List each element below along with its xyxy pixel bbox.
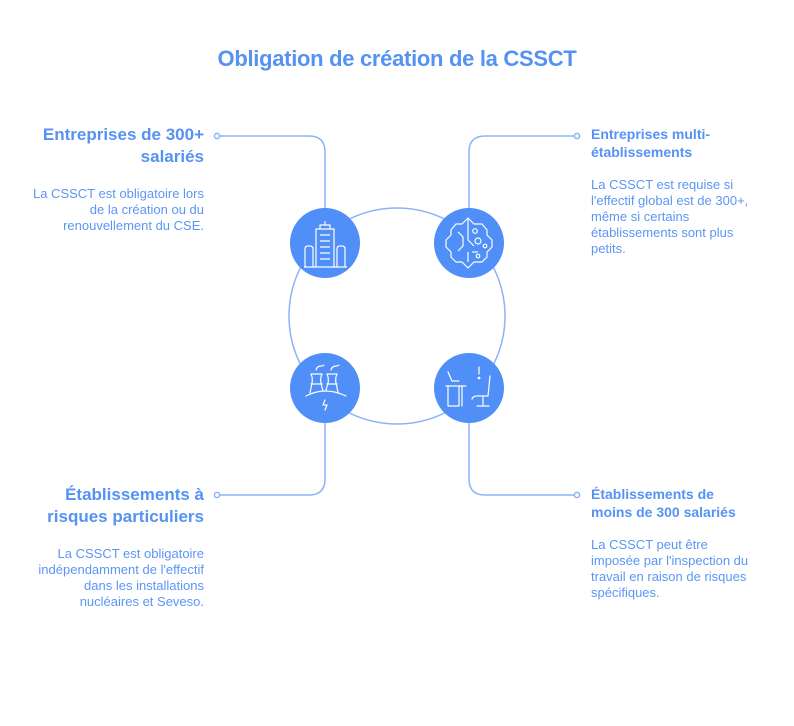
info-block-enterprises-300: Entreprises de 300+ salariés La CSSCT es…: [30, 124, 204, 234]
item-description: La CSSCT est obligatoire indépendamment …: [38, 546, 204, 609]
connector-dot-bottom-left: [213, 491, 221, 499]
node-enterprises-300: [290, 208, 360, 278]
central-ring: [288, 207, 506, 425]
connector-bottom-left: [220, 421, 326, 496]
power-plant-icon: [305, 364, 347, 411]
item-title: Entreprises multi-établissements: [591, 126, 711, 160]
connector-top-right: [468, 135, 574, 210]
connector-dot-top-right: [573, 132, 581, 140]
info-block-under-300: Établissements de moins de 300 salariés …: [591, 485, 751, 601]
info-block-particular-risks: Établissements à risques particuliers La…: [30, 484, 204, 610]
circuit-brain-icon: [445, 217, 493, 269]
office-building-icon: [304, 221, 347, 268]
node-particular-risks: [290, 353, 360, 423]
connector-top-left: [220, 135, 326, 210]
item-title: Établissements à risques particuliers: [47, 485, 204, 526]
item-title: Entreprises de 300+ salariés: [42, 125, 204, 166]
node-multi-establishments: [434, 208, 504, 278]
node-under-300: [434, 353, 504, 423]
item-title: Établissements de moins de 300 salariés: [591, 486, 736, 520]
info-block-multi-establishments: Entreprises multi-établissements La CSSC…: [591, 125, 751, 257]
item-description: La CSSCT peut être imposée par l'inspect…: [591, 537, 749, 600]
workstation-alert-icon: [445, 366, 491, 407]
item-description: La CSSCT est obligatoire lors de la créa…: [32, 186, 204, 233]
connector-dot-top-left: [213, 132, 221, 140]
connector-dot-bottom-right: [573, 491, 581, 499]
connector-bottom-right: [468, 421, 574, 496]
item-description: La CSSCT est requise si l'effectif globa…: [591, 177, 749, 256]
page-title: Obligation de création de la CSSCT: [217, 46, 577, 71]
